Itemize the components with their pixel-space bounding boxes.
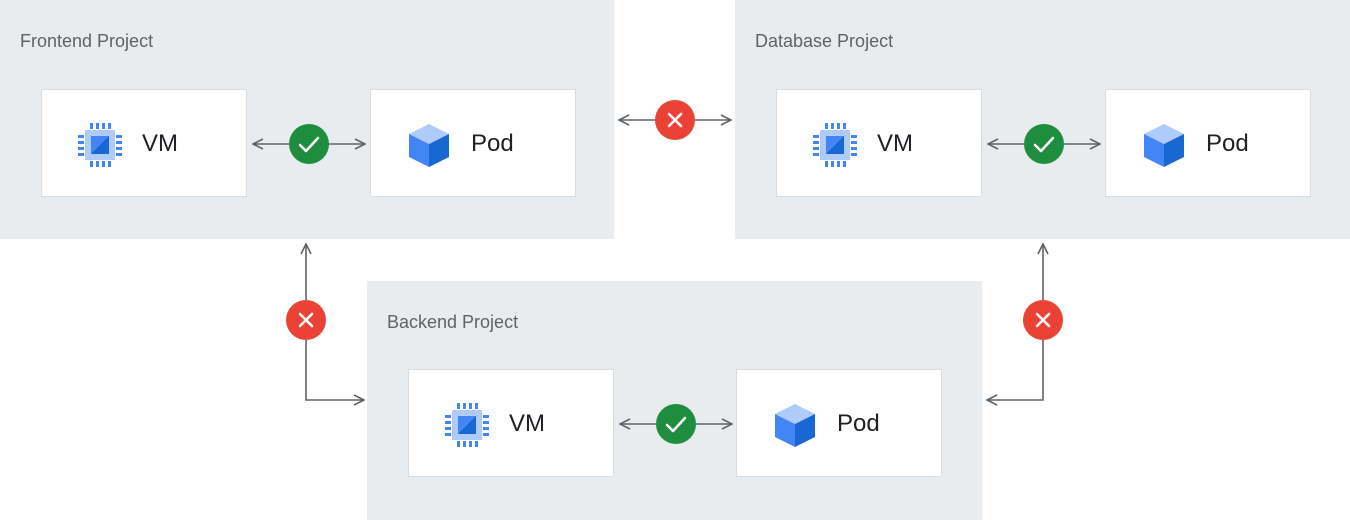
- frontend-backend-connection: [286, 244, 364, 400]
- database-pod-node[interactable]: Pod: [1105, 89, 1311, 197]
- backend-vm-pod-connection: [620, 404, 732, 444]
- database-project: Database Project VM Pod: [735, 0, 1350, 239]
- frontend-pod-node[interactable]: Pod: [370, 89, 576, 197]
- vm-label: VM: [509, 410, 545, 437]
- database-vm-pod-connection: [988, 124, 1100, 164]
- pod-label: Pod: [837, 410, 880, 437]
- pod-cube-icon: [775, 404, 815, 447]
- frontend-vm-node[interactable]: VM: [41, 89, 247, 197]
- backend-pod-node[interactable]: Pod: [736, 369, 942, 477]
- pod-label: Pod: [1206, 130, 1249, 157]
- blocked-x-icon: [1023, 300, 1063, 340]
- vm-chip-icon: [78, 123, 122, 167]
- pod-label: Pod: [471, 130, 514, 157]
- vm-chip-icon: [813, 123, 857, 167]
- backend-project: Backend Project VM Pod: [367, 281, 982, 520]
- frontend-project-title: Frontend Project: [20, 31, 154, 51]
- vm-label: VM: [142, 130, 178, 157]
- database-vm-node[interactable]: VM: [776, 89, 982, 197]
- backend-vm-node[interactable]: VM: [408, 369, 614, 477]
- frontend-project: Frontend Project VM Pod: [0, 0, 614, 239]
- allowed-check-icon: [656, 404, 696, 444]
- vm-label: VM: [877, 130, 913, 157]
- allowed-check-icon: [1024, 124, 1064, 164]
- vm-chip-icon: [445, 403, 489, 447]
- pod-cube-icon: [409, 124, 449, 167]
- allowed-check-icon: [289, 124, 329, 164]
- database-project-title: Database Project: [755, 31, 894, 51]
- database-backend-connection: [987, 244, 1063, 400]
- frontend-database-connection: [619, 100, 731, 140]
- blocked-x-icon: [655, 100, 695, 140]
- frontend-vm-pod-connection: [253, 124, 365, 164]
- backend-project-title: Backend Project: [387, 312, 519, 332]
- pod-cube-icon: [1144, 124, 1184, 167]
- blocked-x-icon: [286, 300, 326, 340]
